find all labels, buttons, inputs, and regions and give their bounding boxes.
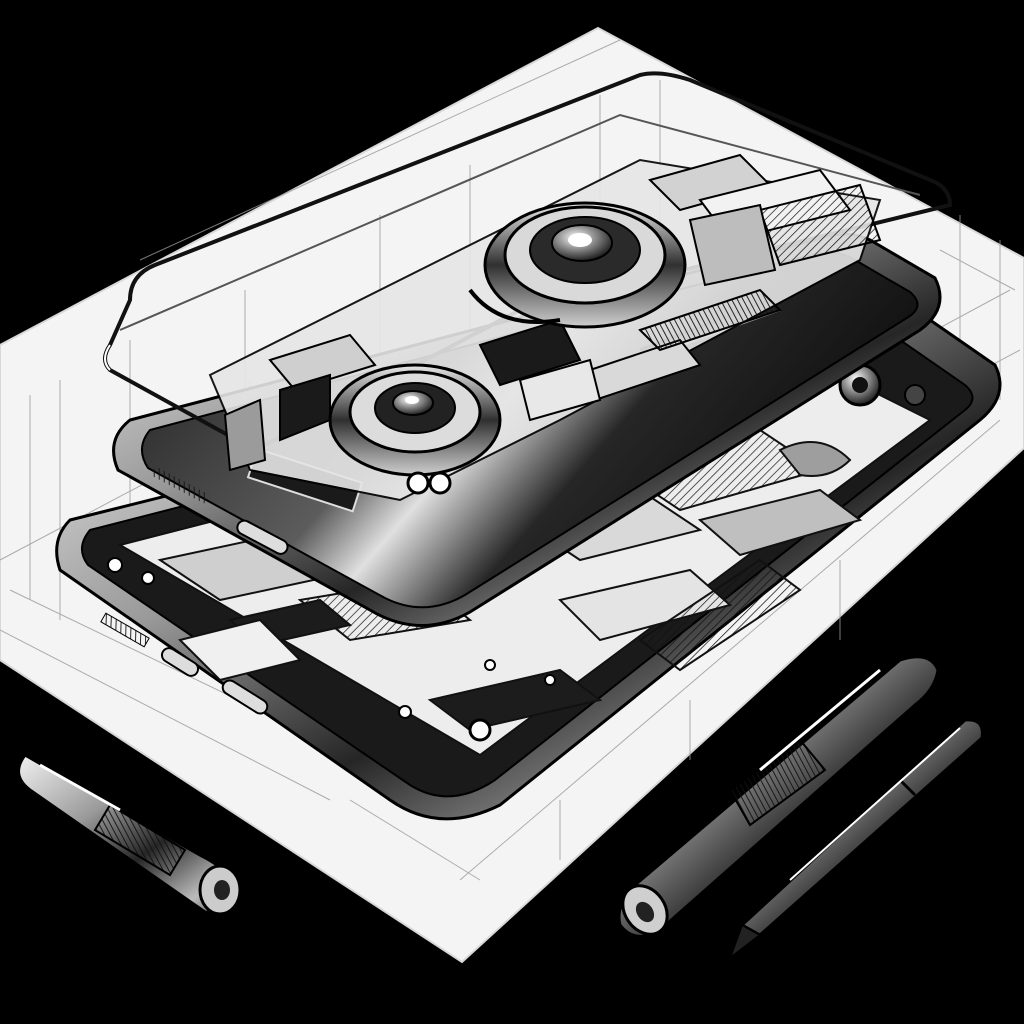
camera-lens-large [468, 201, 687, 329]
pen-right [617, 655, 940, 938]
stylus [727, 718, 984, 961]
camera-lens-small [328, 363, 502, 495]
top-frame-components [103, 71, 953, 502]
pen-left [17, 753, 242, 916]
